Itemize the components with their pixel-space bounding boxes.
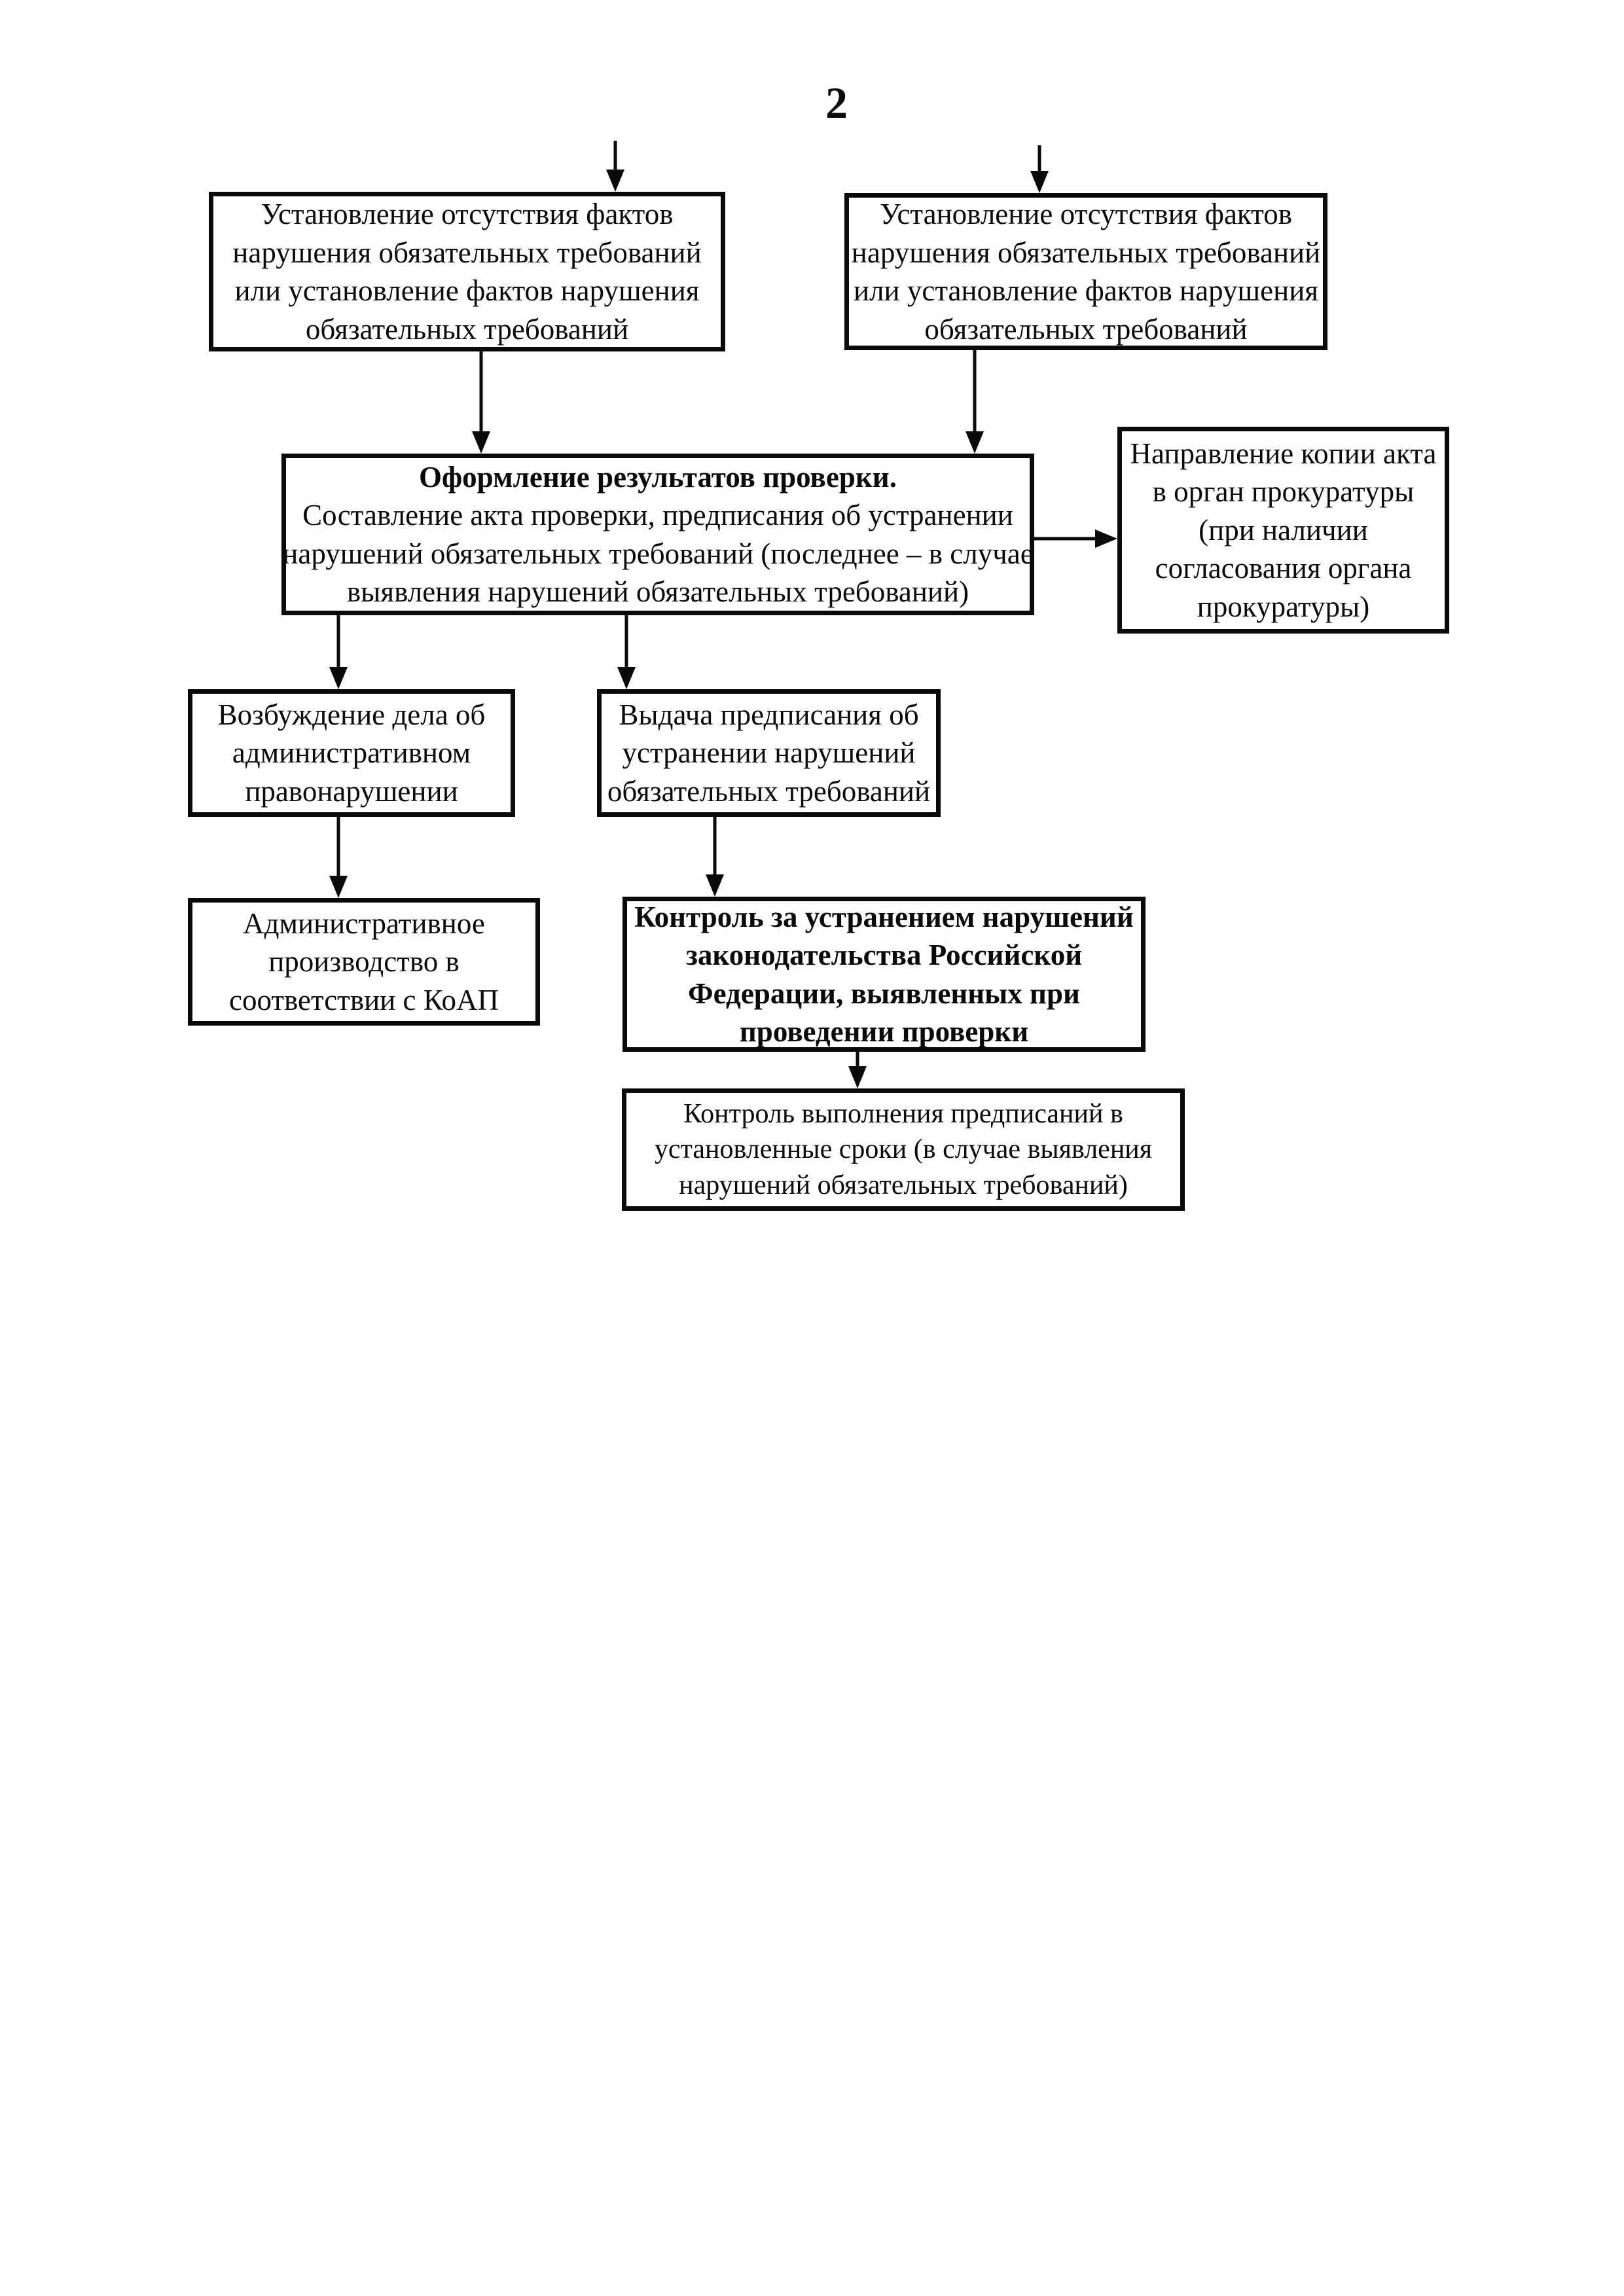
box-findings-left-line: обязательных требований [305, 312, 629, 346]
box-issue-order-line: устранении нарушений [622, 736, 916, 770]
box-deadline-control: Контроль выполнения предписаний в устано… [622, 1088, 1185, 1211]
box-prosecutor-copy-line: в орган прокуратуры [1152, 475, 1415, 509]
box-elimination-control-line: законодательства Российской [685, 939, 1083, 971]
box-prosecutor-copy: Направление копии акта в орган прокурату… [1117, 427, 1449, 634]
box-deadline-control-line: нарушений обязательных требований) [679, 1170, 1128, 1200]
box-prosecutor-copy-line: согласования органа [1155, 552, 1412, 585]
box-findings-right-line: обязательных требований [924, 312, 1248, 346]
box-admin-case: Возбуждение дела об административном пра… [188, 689, 515, 817]
box-findings-right-line: или установление фактов нарушения [853, 274, 1318, 307]
box-admin-proceedings: Административное производство в соответс… [188, 898, 540, 1026]
box-results-title: Оформление результатов проверки. [419, 460, 897, 493]
arrow-into-findings-left [606, 141, 624, 192]
box-elimination-control-line: проведении проверки [739, 1015, 1029, 1048]
box-findings-left-line: нарушения обязательных требований [232, 236, 702, 269]
box-admin-case-line: Возбуждение дела об [217, 698, 486, 731]
box-issue-order-line: Выдача предписания об [619, 698, 919, 731]
box-issue-order: Выдача предписания об устранении нарушен… [597, 689, 941, 817]
box-admin-proceedings-line: Административное [243, 906, 485, 940]
arrow-results-to-prosecutor [1034, 529, 1117, 548]
box-findings-left: Установление отсутствия фактов нарушения… [209, 192, 725, 351]
box-elimination-control: Контроль за устранением нарушений законо… [623, 897, 1146, 1052]
arrow-elimination-to-deadline [848, 1052, 867, 1088]
box-findings-right-line: нарушения обязательных требований [851, 236, 1321, 269]
box-prosecutor-copy-line: (при наличии [1199, 513, 1368, 547]
arrow-issue-order-to-elimination [706, 817, 724, 897]
arrow-into-findings-right [1030, 145, 1049, 193]
box-findings-left-line: Установление отсутствия фактов [261, 198, 674, 230]
box-deadline-control-line: установленные сроки (в случае выявления [654, 1134, 1153, 1165]
box-findings-right-line: Установление отсутствия фактов [879, 198, 1293, 230]
box-admin-proceedings-line: производство в [268, 945, 460, 978]
box-results-line: Составление акта проверки, предписания о… [302, 499, 1013, 531]
arrow-admin-case-to-proceedings [329, 817, 348, 898]
box-admin-case-line: правонарушении [245, 774, 458, 808]
page-number: 2 [825, 78, 848, 128]
box-admin-case-line: административном [232, 736, 471, 770]
box-elimination-control-line: Контроль за устранением нарушений [634, 900, 1134, 933]
box-prosecutor-copy-line: Направление копии акта [1130, 437, 1437, 470]
arrow-results-to-admin-case [329, 615, 348, 689]
box-findings-left-line: или установление фактов нарушения [234, 274, 700, 307]
box-results: Оформление результатов проверки. Составл… [281, 454, 1034, 615]
box-deadline-control-line: Контроль выполнения предписаний в [683, 1098, 1123, 1129]
box-elimination-control-line: Федерации, выявленных при [688, 977, 1080, 1010]
box-findings-right: Установление отсутствия фактов нарушения… [844, 193, 1327, 350]
box-issue-order-line: обязательных требований [607, 774, 931, 808]
box-results-line: выявления нарушений обязательных требова… [346, 575, 969, 608]
arrow-results-to-issue-order [617, 615, 636, 689]
box-prosecutor-copy-line: прокуратуры) [1197, 590, 1370, 623]
arrow-findings-right-to-results [965, 350, 984, 454]
box-results-line: нарушений обязательных требований (после… [282, 537, 1034, 570]
box-admin-proceedings-line: соответствии с КоАП [228, 983, 499, 1016]
arrow-findings-left-to-results [472, 351, 490, 454]
